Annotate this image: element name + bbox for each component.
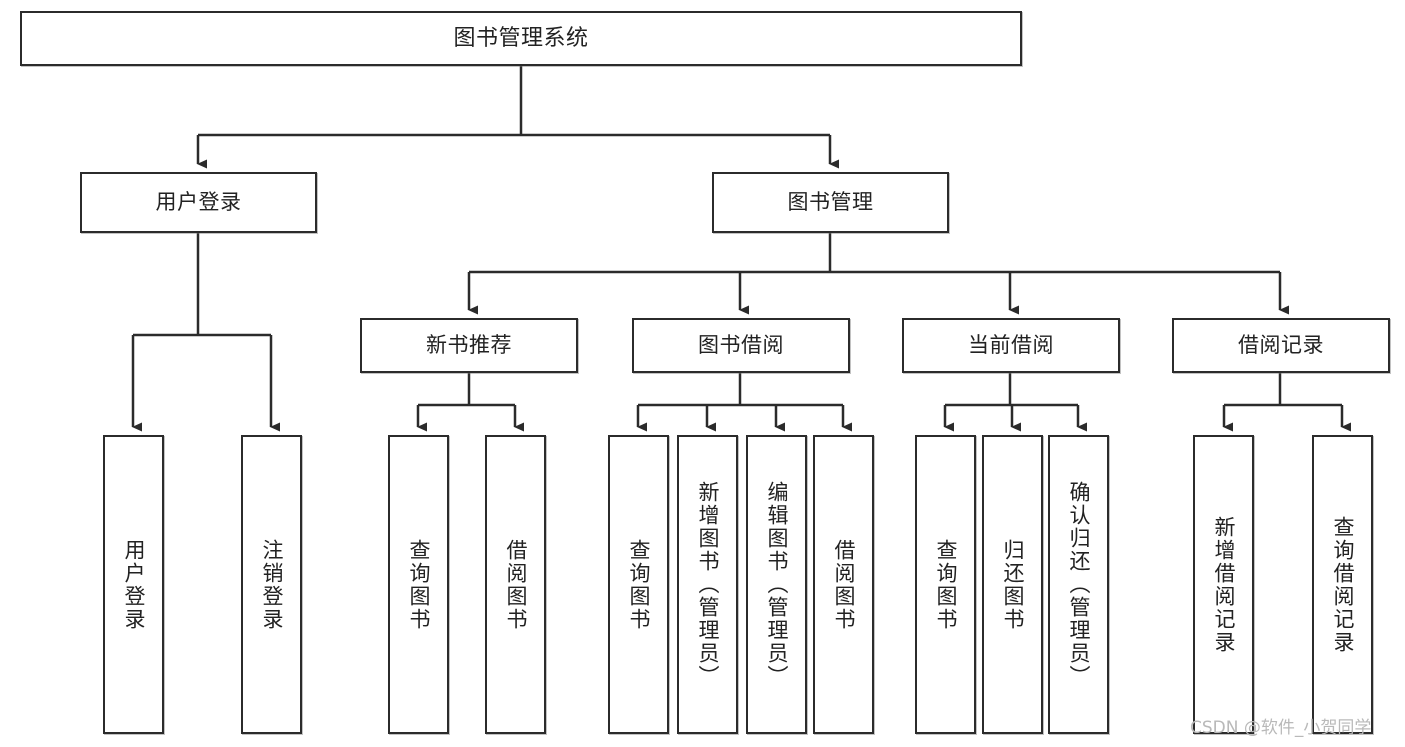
node-leaf-add-book-admin[interactable]: 新增图书（管理员） (677, 435, 738, 734)
node-current-borrow[interactable]: 当前借阅 (902, 318, 1120, 373)
node-label: 编辑图书（管理员） (765, 481, 789, 688)
node-label: 当前借阅 (968, 333, 1054, 358)
node-label: 注销登录 (260, 538, 284, 631)
node-label: 图书管理 (787, 190, 874, 215)
node-label: 图书借阅 (698, 333, 784, 358)
node-label: 借阅记录 (1238, 333, 1324, 358)
node-label: 新书推荐 (426, 333, 512, 358)
node-leaf-query-book-borrow[interactable]: 查询图书 (608, 435, 669, 734)
node-root-book-management-system[interactable]: 图书管理系统 (20, 11, 1022, 66)
node-new-book-recommend[interactable]: 新书推荐 (360, 318, 578, 373)
node-label: 查询图书 (627, 538, 651, 631)
node-leaf-add-borrow-record[interactable]: 新增借阅记录 (1193, 435, 1254, 734)
node-label: 查询图书 (934, 538, 958, 631)
node-leaf-borrow-book[interactable]: 借阅图书 (813, 435, 874, 734)
node-leaf-query-book-current[interactable]: 查询图书 (915, 435, 976, 734)
node-leaf-edit-book-admin[interactable]: 编辑图书（管理员） (746, 435, 807, 734)
node-label: 归还图书 (1001, 538, 1025, 631)
node-label: 确认归还（管理员） (1067, 481, 1091, 688)
node-label: 借阅图书 (504, 538, 528, 631)
csdn-watermark: CSDN @软件_小贺同学 (1190, 718, 1372, 738)
node-leaf-user-login[interactable]: 用户登录 (103, 435, 164, 734)
node-leaf-logout[interactable]: 注销登录 (241, 435, 302, 734)
node-borrow-record[interactable]: 借阅记录 (1172, 318, 1390, 373)
node-user-login[interactable]: 用户登录 (80, 172, 317, 233)
node-label: 借阅图书 (832, 538, 856, 631)
node-leaf-confirm-return-admin[interactable]: 确认归还（管理员） (1048, 435, 1109, 734)
node-label: 查询借阅记录 (1331, 515, 1355, 654)
node-leaf-return-book[interactable]: 归还图书 (982, 435, 1043, 734)
node-label: 用户登录 (155, 190, 242, 215)
node-label: 新增图书（管理员） (696, 481, 720, 688)
node-leaf-query-book-recommend[interactable]: 查询图书 (388, 435, 449, 734)
node-book-borrow[interactable]: 图书借阅 (632, 318, 850, 373)
node-label: 新增借阅记录 (1212, 515, 1236, 654)
node-label: 图书管理系统 (453, 25, 589, 51)
node-label: 用户登录 (122, 538, 146, 631)
node-leaf-borrow-book-recommend[interactable]: 借阅图书 (485, 435, 546, 734)
node-leaf-query-borrow-record[interactable]: 查询借阅记录 (1312, 435, 1373, 734)
node-label: 查询图书 (407, 538, 431, 631)
node-book-management[interactable]: 图书管理 (712, 172, 949, 233)
